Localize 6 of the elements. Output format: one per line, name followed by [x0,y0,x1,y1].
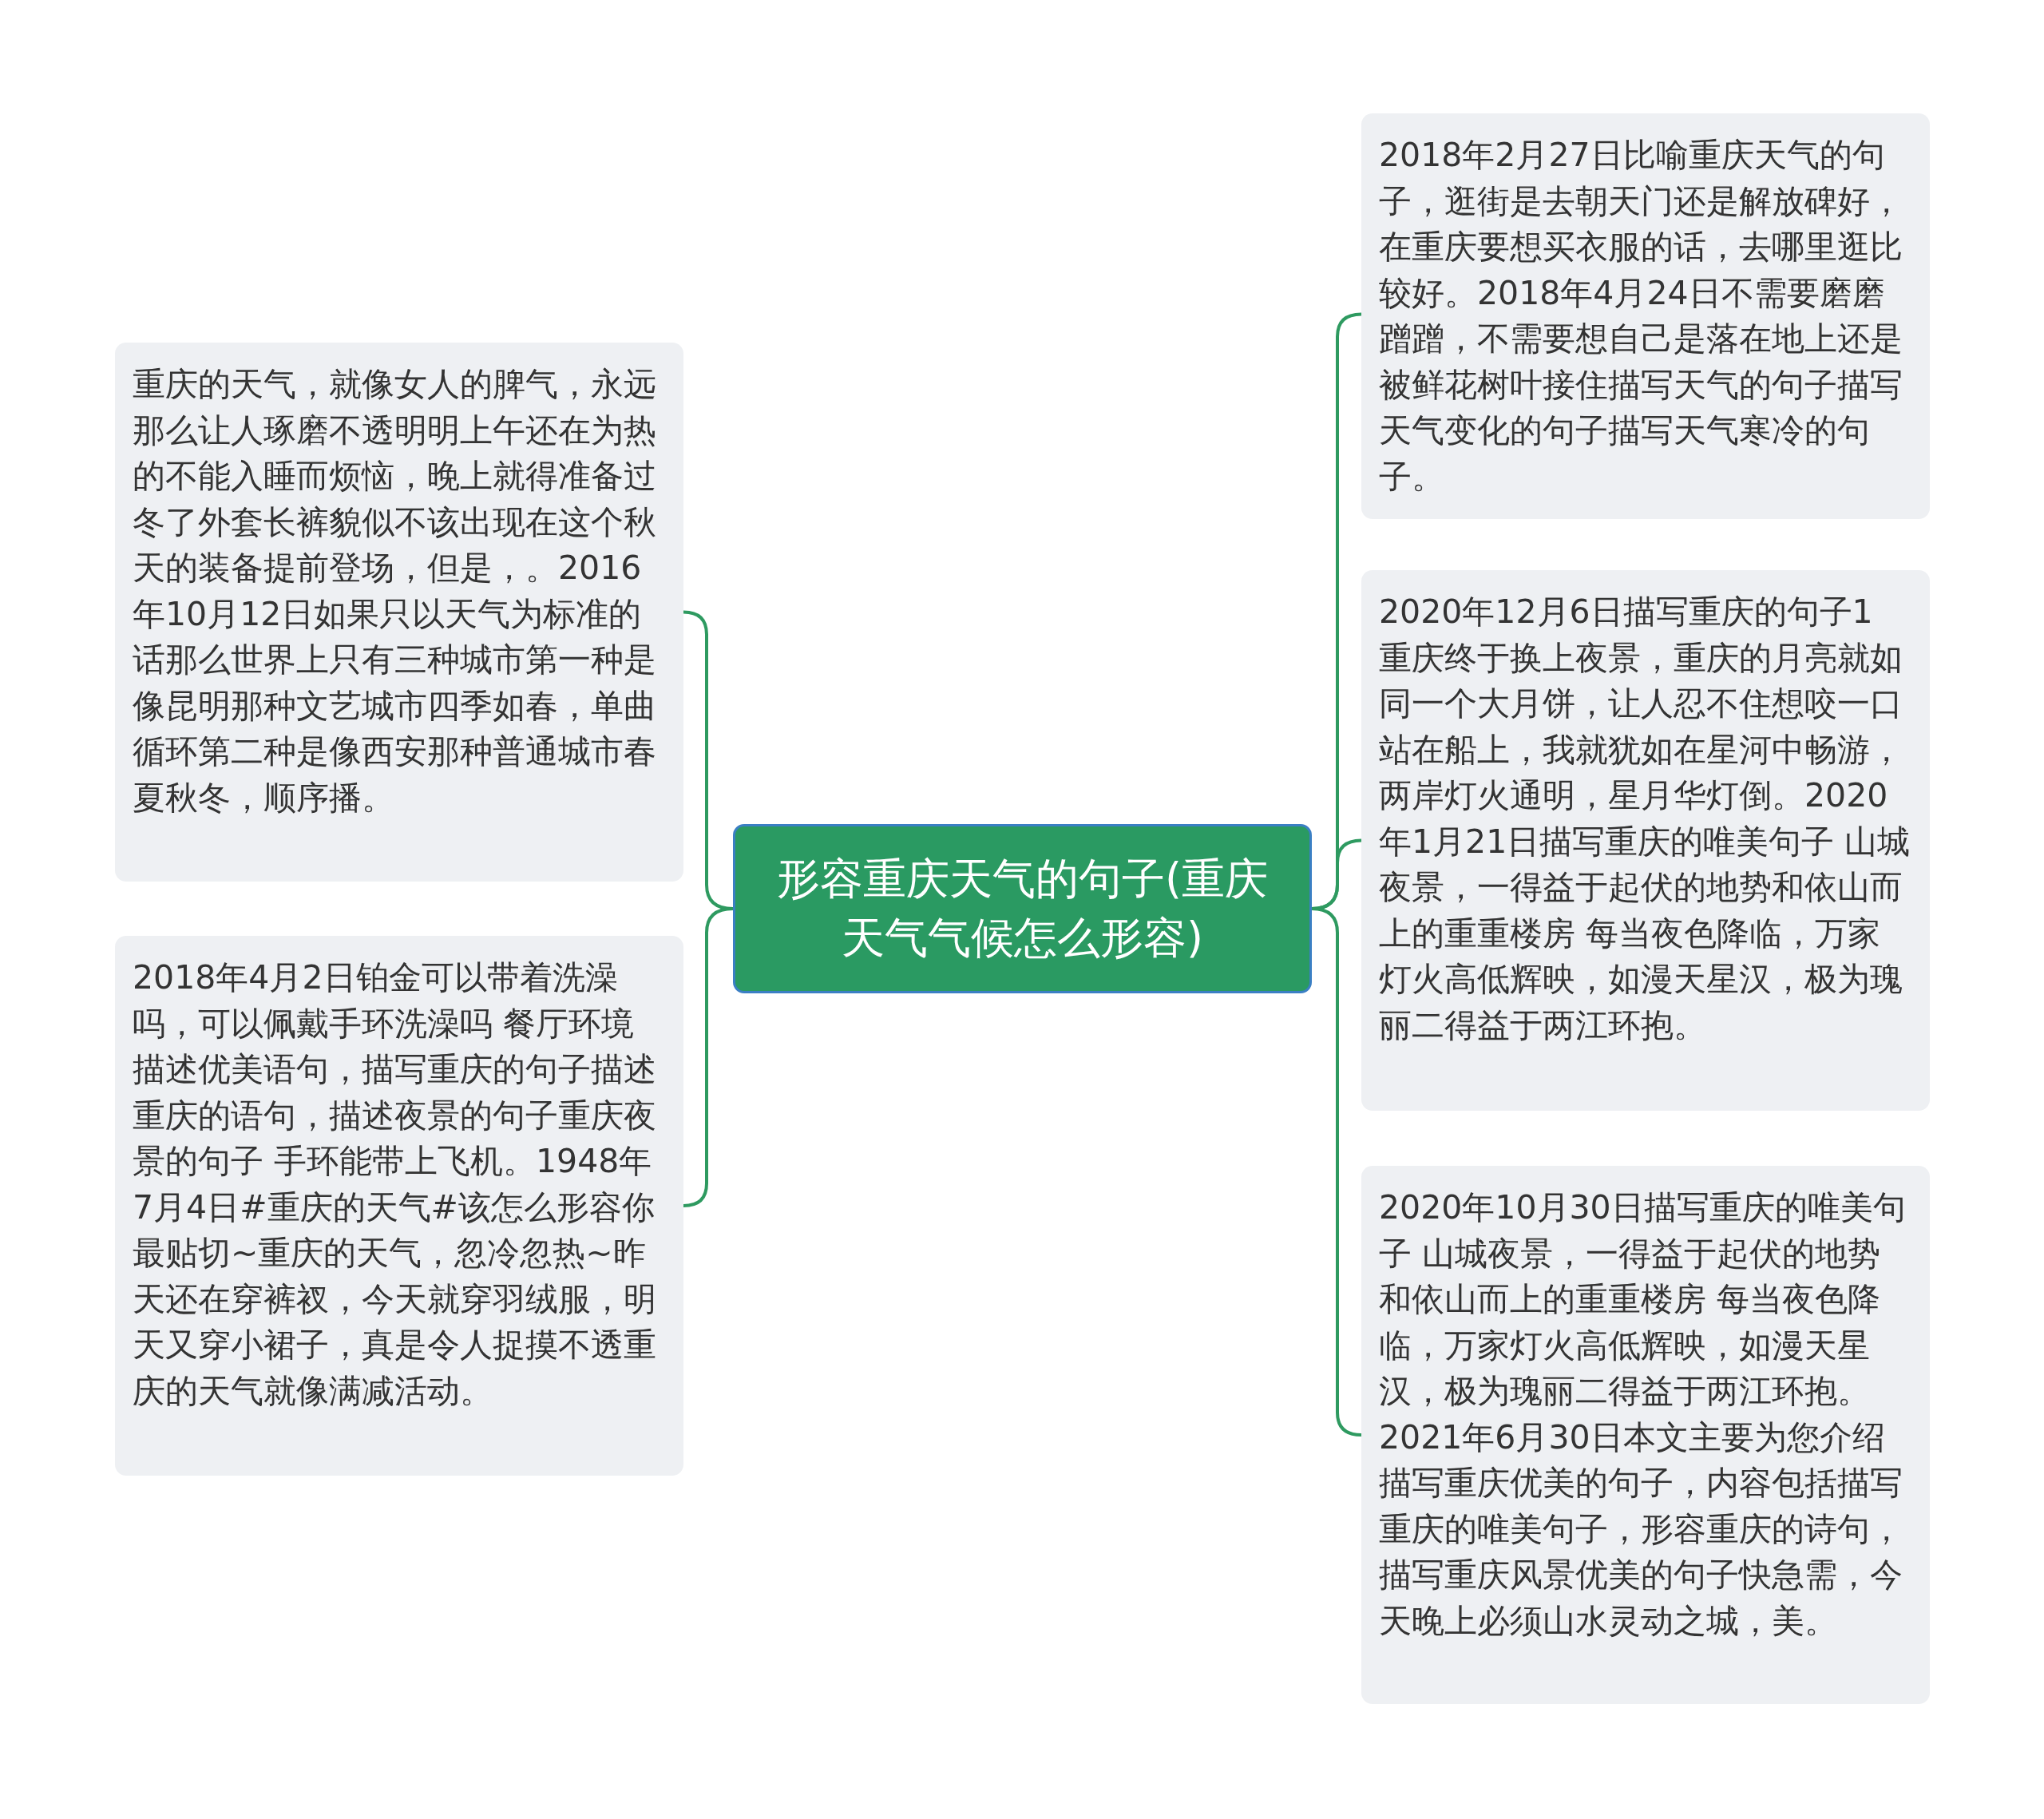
text-card: 2020年10月30日描写重庆的唯美句子 山城夜景，一得益于起伏的地势和依山而上的重重楼房 每当夜色降临，万家灯火高低辉映，如漫天星汉，极为瑰丽二得益于两江环抱。2021年6月30日本文主要为您介绍描写重庆优美的句子，内容包括描写重庆的唯美句子，形容重庆的诗句，描写重庆风景优美的句子快急需，今天晚上必须山水灵动之城，美。 [1361,1166,1930,1704]
topic-box: 形容重庆天气的句子(重庆天气气候怎么形容) [733,824,1312,993]
text-card: 重庆的天气，就像女人的脾气，永远那么让人琢磨不透明明上午还在为热的不能入睡而烦恼，晚上就得准备过冬了外套长裤貌似不该出现在这个秋天的装备提前登场，但是，。2016年10月12日如果只以天气为标准的话那么世界上只有三种城市第一种是像昆明那种文艺城市四季如春，单曲循环第二种是像西安那种普通城市春夏秋冬，顺序播。 [115,343,683,882]
text-card: 2020年12月6日描写重庆的句子1 重庆终于换上夜景，重庆的月亮就如同一个大月饼，让人忍不住想咬一口站在船上，我就犹如在星河中畅游，两岸灯火通明，星月华灯倒。2020年1月21日描写重庆的唯美句子 山城夜景，一得益于起伏的地势和依山而上的重重楼房 每当夜色降临，万家灯火高低辉映，如漫天星汉，极为瑰丽二得益于两江环抱。 [1361,570,1930,1111]
text-card: 2018年2月27日比喻重庆天气的句子，逛街是去朝天门还是解放碑好，在重庆要想买衣服的话，去哪里逛比较好。2018年4月24日不需要磨磨蹭蹭，不需要想自己是落在地上还是被鲜花树叶接住描写天气的句子描写天气变化的句子描写天气寒冷的句子。 [1361,113,1930,519]
text-card: 2018年4月2日铂金可以带着洗澡吗，可以佩戴手环洗澡吗 餐厅环境描述优美语句，描写重庆的句子描述重庆的语句，描述夜景的句子重庆夜景的句子 手环能带上飞机。1948年7月4日#重庆的天气#该怎么形容你最贴切~重庆的天气，忽冷忽热~昨天还在穿裤衩，今天就穿羽绒服，明天又穿小裙子，真是令人捉摸不透重庆的天气就像满减活动。 [115,936,683,1476]
